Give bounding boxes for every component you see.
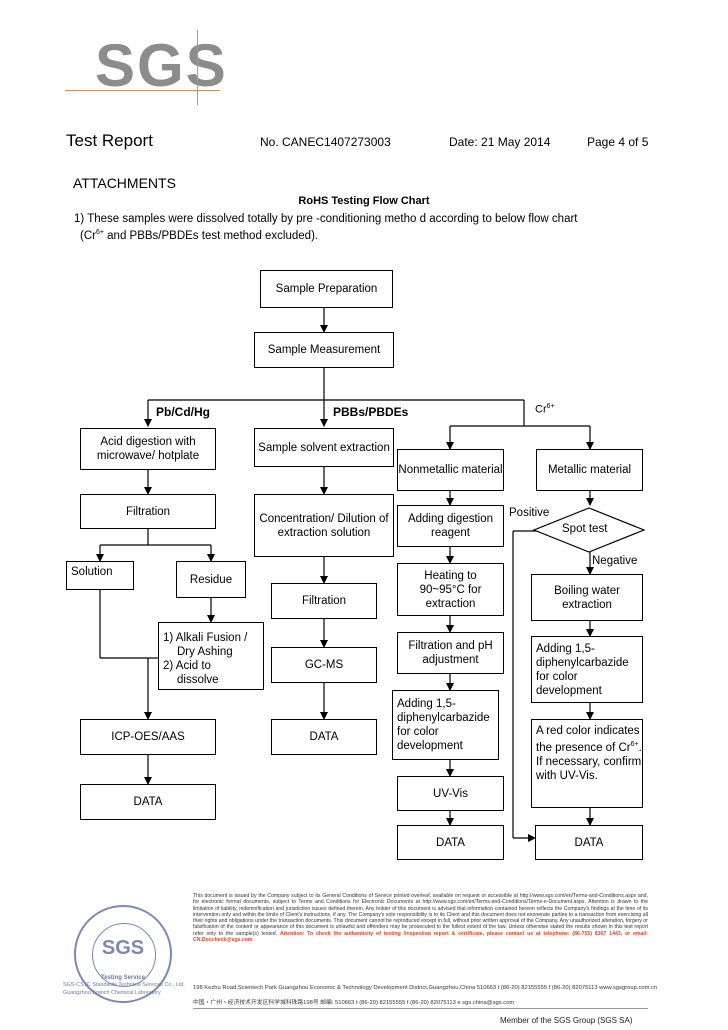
intro-line-2-sup: 6+ [95, 229, 104, 236]
heating-box: Heating to 90~95°C for extraction [397, 563, 504, 616]
data-box-3: DATA [397, 825, 504, 860]
solution-box: Solution [66, 561, 134, 590]
intro-line-2-post: and PBBs/PBDEs test method excluded). [103, 229, 319, 242]
branch-cr-text: Cr [535, 403, 547, 416]
intro-text: 1) These samples were dissolved totally … [74, 212, 578, 243]
concentration-box: Concentration/ Dilution of extraction so… [254, 494, 394, 557]
adding-dpc-box-a: Adding 1,5-diphenylcarbazide for color d… [392, 690, 499, 760]
stamp-inner-ring [92, 923, 156, 987]
logo-rule-vertical [197, 30, 198, 105]
stamp-company-line-2: Guangzhou Branch Chemical Laboratory [63, 990, 161, 996]
alkali-line-3: 2) Acid to [163, 660, 211, 672]
attention-text: Attention: To check the authenticity of … [193, 930, 648, 944]
metallic-box: Metallic material [536, 449, 643, 491]
alkali-line-1: 1) Alkali Fusion / [163, 632, 248, 644]
stamp-company: SGS-CSTC Standards Technical Services Co… [63, 981, 191, 997]
page-number: Page 4 of 5 [587, 135, 649, 149]
gcms-box: GC-MS [271, 647, 377, 683]
member-text: Member of the SGS Group (SGS SA) [500, 1016, 633, 1025]
logo-rule-horizontal [65, 90, 220, 91]
report-title: Test Report [66, 131, 153, 150]
disclaimer-text: This document is issued by the Company s… [193, 893, 648, 937]
branch-cr-sup: 6+ [546, 403, 555, 410]
report-number: No. CANEC1407273003 [260, 135, 391, 149]
branch-pbb-label: PBBs/PBDEs [333, 405, 409, 419]
negative-label: Negative [592, 555, 638, 567]
sample-preparation-box: Sample Preparation [260, 270, 393, 308]
address-english: 198 Kezhu Road,Scientech Park Guangzhou … [193, 985, 658, 991]
intro-line-1: 1) These samples were dissolved totally … [74, 213, 578, 225]
residue-box: Residue [176, 561, 246, 598]
alkali-line-4: dissolve [177, 674, 219, 686]
data-box-2: DATA [271, 719, 377, 755]
icp-box: ICP-OES/AAS [80, 719, 216, 755]
stamp-company-line-1: SGS-CSTC Standards Technical Services Co… [63, 982, 185, 988]
stamp-logo: SGS [101, 937, 145, 959]
intro-line-2-pre: (Cr [80, 229, 96, 242]
boiling-water-box: Boiling water extraction [531, 574, 643, 621]
red-color-sup: 6+ [630, 741, 639, 748]
uvvis-box: UV-Vis [397, 776, 504, 811]
sgs-stamp: SGS Testing Service [74, 905, 172, 1003]
spot-test-label: Spot test [562, 523, 608, 535]
adding-digestion-box: Adding digestion reagent [397, 505, 504, 547]
red-color-text-2: . If necessary, confirm with UV-Vis. [536, 741, 642, 782]
solvent-extraction-box: Sample solvent extraction [254, 428, 394, 467]
data-box-4: DATA [535, 825, 643, 860]
adding-dpc-box-b: Adding 1,5-diphenylcarbazide for color d… [531, 636, 643, 703]
branch-cr-label: Cr6+ [535, 403, 555, 416]
footer-disclaimer: This document is issued by the Company s… [193, 893, 648, 943]
alkali-line-2: Dry Ashing [177, 646, 233, 658]
filtration-ph-box: Filtration and pH adjustment [397, 632, 504, 674]
section-heading: ATTACHMENTS [73, 175, 176, 191]
alkali-fusion-box: 1) Alkali Fusion / Dry Ashing 2) Acid to… [158, 622, 264, 690]
red-color-text-1: A red color indicates the presence of Cr [536, 725, 640, 754]
positive-label: Positive [509, 507, 550, 519]
address-chinese: 中国・广州・经济技术开发区科学城科珠路198号 邮编: 510663 t (86… [193, 1000, 515, 1006]
nonmetallic-box: Nonmetallic material [397, 449, 504, 491]
filtration-box-2: Filtration [271, 583, 377, 619]
data-box-1: DATA [80, 784, 216, 820]
filtration-box-1: Filtration [80, 494, 216, 529]
sgs-logo: SGS [95, 32, 228, 99]
sample-measurement-box: Sample Measurement [254, 332, 394, 368]
flow-chart-title: RoHS Testing Flow Chart [298, 195, 430, 207]
intro-line-2: (Cr6+ and PBBs/PBDEs test method exclude… [74, 226, 578, 243]
stamp-subtitle: Testing Service [101, 975, 145, 981]
branch-pb-label: Pb/Cd/Hg [156, 405, 210, 419]
acid-digestion-box: Acid digestion with microwave/ hotplate [80, 428, 216, 470]
footer-divider [193, 1008, 648, 1009]
red-color-box: A red color indicates the presence of Cr… [531, 719, 643, 808]
report-date: Date: 21 May 2014 [449, 135, 551, 149]
spot-test-diamond [532, 507, 646, 553]
